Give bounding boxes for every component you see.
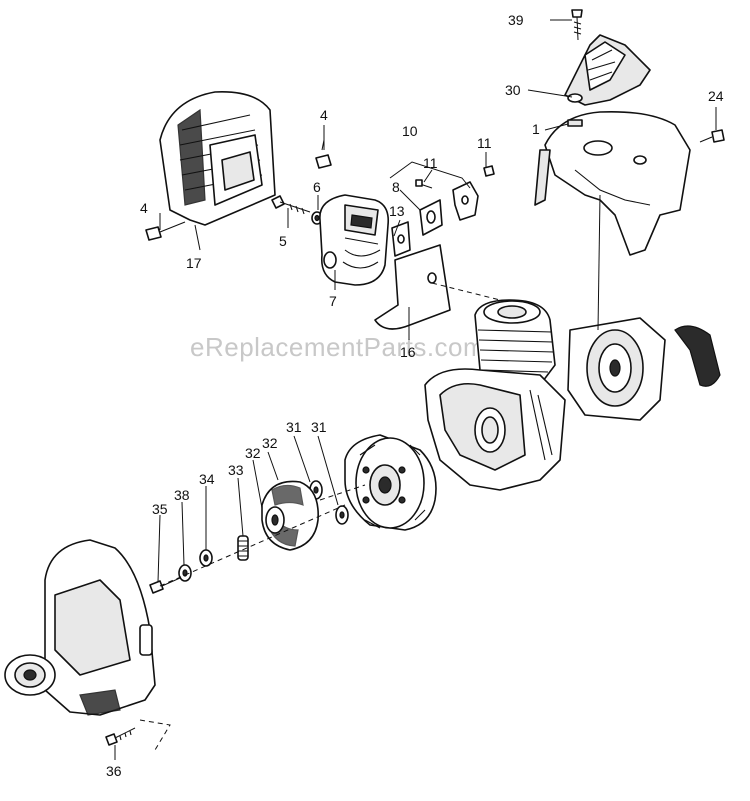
callout-7: 7 <box>329 293 337 309</box>
clutch-housing <box>4 539 156 716</box>
leader-10 <box>389 161 471 189</box>
recoil-starter <box>567 317 721 421</box>
screw-39 <box>571 9 583 41</box>
bolt-4-left <box>145 221 186 241</box>
crankcase <box>424 368 566 491</box>
callout-11-left: 11 <box>423 155 438 171</box>
callout-39: 39 <box>508 12 524 28</box>
callout-34: 34 <box>199 471 215 487</box>
watermark: eReplacementParts.com <box>190 332 485 362</box>
callout-31-left: 31 <box>286 419 302 435</box>
bolt-5 <box>271 195 311 215</box>
callout-31-right: 31 <box>311 419 327 435</box>
callout-33: 33 <box>228 462 244 478</box>
screw-11-left <box>415 179 433 189</box>
screw-24 <box>699 129 725 143</box>
callout-16: 16 <box>400 344 416 360</box>
callout-32-right: 32 <box>262 435 278 451</box>
callout-30: 30 <box>505 82 521 98</box>
heat-shield-16 <box>374 244 501 330</box>
callout-6: 6 <box>313 179 321 195</box>
callout-17: 17 <box>186 255 202 271</box>
callout-24: 24 <box>708 88 724 104</box>
leader-lines <box>114 19 717 760</box>
muffler-cover-17 <box>159 91 276 226</box>
washer-34 <box>199 549 213 567</box>
screw-11-right <box>483 165 495 177</box>
callout-35: 35 <box>152 501 168 517</box>
callout-11-right: 11 <box>477 135 492 151</box>
top-cover-1 <box>534 110 691 256</box>
callout-4-left: 4 <box>140 200 148 216</box>
bracket-30 <box>564 34 651 106</box>
callout-1: 1 <box>532 121 540 137</box>
callout-13: 13 <box>389 203 405 219</box>
callout-10: 10 <box>402 123 418 139</box>
gasket-13 <box>391 221 411 257</box>
gasket-8 <box>419 199 443 236</box>
leader-1 <box>597 194 601 331</box>
washer-38 <box>178 564 192 582</box>
callout-36: 36 <box>106 763 122 779</box>
clutch-32 <box>261 480 319 551</box>
assembly-axis <box>159 504 346 587</box>
bolt-35 <box>149 577 181 594</box>
bracket-10 <box>452 181 479 221</box>
bolt-36 <box>105 727 136 746</box>
callout-8: 8 <box>392 179 400 195</box>
muffler-7 <box>319 194 390 286</box>
cylinder <box>474 299 556 391</box>
callout-38: 38 <box>174 487 190 503</box>
washer-31-b <box>335 505 349 525</box>
callout-4-top: 4 <box>320 107 328 123</box>
callout-5: 5 <box>279 233 287 249</box>
flywheel <box>344 434 437 531</box>
callout-32-left: 32 <box>245 445 261 461</box>
